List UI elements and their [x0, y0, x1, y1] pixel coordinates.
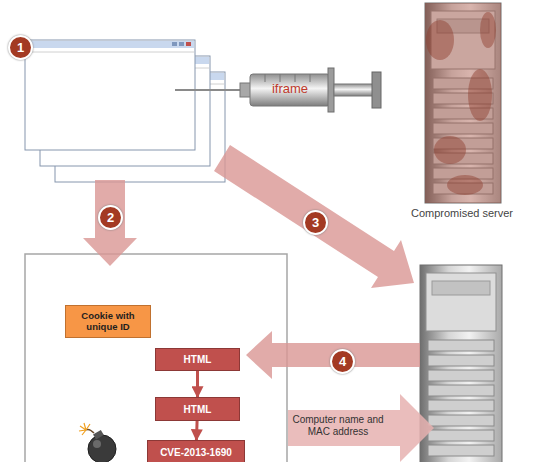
server-case	[420, 265, 502, 462]
node-text: HTML	[184, 354, 212, 365]
corrosion-tint	[425, 3, 501, 203]
node-text: Compromised server	[410, 207, 514, 219]
corrosion-patch	[426, 20, 454, 60]
node-text: Cookie with unique ID	[72, 311, 144, 333]
callout-number: 1	[8, 35, 33, 60]
syringe-plunger	[334, 84, 374, 96]
server-bay	[428, 385, 494, 396]
flow-connector	[196, 371, 199, 397]
corrosion-patch	[447, 175, 483, 195]
syringe-hub	[240, 83, 251, 97]
exploit-box: CVE-2013-1690	[147, 440, 245, 462]
server-tower	[420, 265, 502, 462]
flow-arrow	[214, 145, 414, 288]
callout-number: 4	[330, 349, 355, 374]
browser-window	[25, 40, 195, 150]
server-bay	[428, 430, 494, 441]
bomb-cap	[93, 430, 104, 440]
node-text: CVE-2013-1690	[160, 447, 232, 458]
corrosion-patch	[434, 136, 466, 164]
syringe-flange	[328, 68, 334, 112]
server-panel	[426, 273, 496, 331]
window-toolbar	[26, 52, 194, 53]
server-display	[432, 281, 490, 295]
window-frame	[25, 40, 195, 150]
syringe-tick	[310, 74, 311, 82]
server-bay	[428, 355, 494, 366]
server-bay	[428, 400, 494, 411]
syringe-needle	[175, 89, 242, 91]
corrosion-patch	[468, 69, 492, 121]
window-titlebar	[26, 41, 194, 48]
bomb-fuse	[86, 429, 94, 433]
window-button	[179, 42, 184, 46]
server-case	[425, 3, 501, 203]
syringe-thumb	[372, 72, 381, 108]
cookie-box: Cookie with unique ID	[65, 305, 151, 338]
callout-number: 2	[98, 205, 123, 230]
flow-arrow	[83, 180, 137, 266]
bomb-highlight	[93, 440, 101, 448]
corrosion-patch	[480, 12, 496, 48]
flow-arrow	[246, 331, 420, 379]
server-bay	[428, 340, 494, 351]
flow-arrow	[288, 394, 434, 462]
flow-connector	[195, 421, 199, 440]
process-box: HTML	[155, 397, 240, 421]
syringe-label: iframe	[260, 81, 320, 96]
syringe	[175, 68, 381, 112]
window-button	[186, 42, 191, 46]
syringe-barrel	[250, 74, 330, 106]
node-text: HTML	[184, 404, 212, 415]
syringe-tick	[265, 74, 266, 82]
syringe-tick	[280, 74, 281, 82]
bomb-spark	[79, 423, 90, 435]
server-outline	[410, 0, 514, 206]
victim-machine-frame	[25, 254, 287, 462]
window-button	[172, 42, 177, 46]
server-bay	[428, 415, 494, 426]
server-bay	[428, 370, 494, 381]
bomb-body	[88, 435, 116, 462]
callout-number: 3	[303, 210, 328, 235]
process-box: HTML	[155, 348, 240, 371]
compromised-server: Compromised server	[410, 0, 514, 226]
server-bay	[428, 445, 494, 456]
syringe-tick	[295, 74, 296, 82]
arrow-label: Computer name and MAC address	[292, 414, 384, 437]
bomb-icon	[79, 423, 116, 462]
